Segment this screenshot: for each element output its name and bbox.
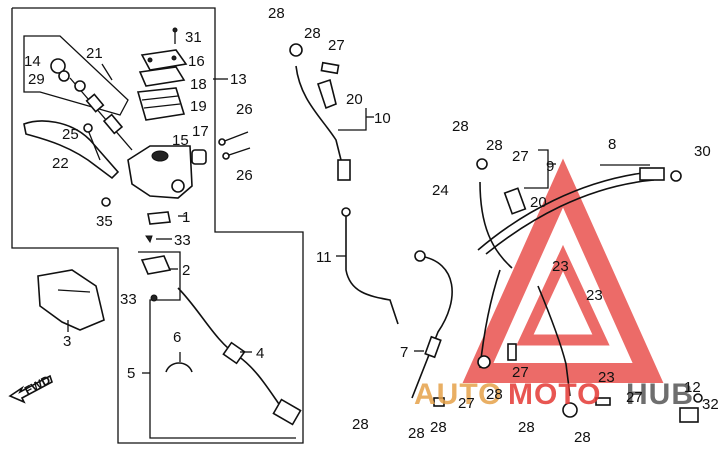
pipe-11 [341, 207, 399, 325]
caliper-fittings-12-32 [679, 393, 703, 423]
callout-20-top: 20 [346, 91, 363, 108]
fwd-arrow: FWD [8, 372, 53, 404]
callout-27-left: 27 [458, 395, 475, 412]
watermark-moto: MOTO [508, 378, 601, 411]
callout-27-mid: 27 [512, 148, 529, 165]
hose-9 [476, 158, 527, 269]
nut-35 [101, 197, 111, 207]
callout-24: 24 [432, 182, 449, 199]
callout-28-c: 28 [452, 118, 469, 135]
callout-28-j: 28 [574, 429, 591, 446]
upper-hose-10 [289, 43, 351, 181]
callout-7: 7 [400, 344, 408, 361]
callout-28-h: 28 [430, 419, 447, 436]
bracket-9 [524, 149, 549, 189]
watermark-auto: AUTO [414, 378, 502, 411]
hose-8 [477, 167, 682, 255]
callout-16: 16 [188, 53, 205, 70]
callout-27-right: 27 [626, 389, 643, 406]
boot-14-29 [50, 58, 70, 82]
holder-1 [147, 211, 171, 225]
callout-2: 2 [182, 262, 190, 279]
callout-29: 29 [28, 71, 45, 88]
plate-18 [138, 66, 186, 87]
watermark-text: AUTO MOTO HUB [414, 378, 694, 411]
lower-hose-left [477, 269, 501, 369]
callout-21: 21 [86, 45, 103, 62]
callout-30: 30 [694, 143, 711, 160]
callout-23-a: 23 [552, 258, 569, 275]
callout-31: 31 [185, 29, 202, 46]
callout-35: 35 [96, 213, 113, 230]
callout-19: 19 [190, 98, 207, 115]
callout-25: 25 [62, 126, 79, 143]
callout-28-g: 28 [408, 425, 425, 442]
callout-14: 14 [24, 53, 41, 70]
joint-20-top [316, 78, 337, 110]
callout-15: 15 [172, 132, 189, 149]
screw-31 [172, 27, 178, 44]
callout-12: 12 [684, 379, 701, 396]
callout-20-right: 20 [530, 194, 547, 211]
clamp-6 [165, 362, 193, 373]
callout-11: 11 [316, 249, 332, 266]
callout-26-bottom: 26 [236, 167, 253, 184]
grommet-17 [191, 149, 207, 165]
callout-10: 10 [374, 110, 391, 127]
hose-7 [411, 250, 453, 399]
callout-6: 6 [173, 329, 181, 346]
subgroup-outline-21 [23, 35, 129, 116]
wire-harness-4 [177, 287, 302, 426]
diaphragm-19 [136, 87, 186, 121]
banjo-bolt-27s [433, 343, 611, 407]
switch-2 [140, 255, 172, 275]
callout-28-f: 28 [352, 416, 369, 433]
subgroup-outline-2 [138, 251, 296, 439]
piston-kit [69, 77, 133, 151]
callout-27-hose: 27 [512, 364, 529, 381]
watermark-hub: HUB [626, 378, 694, 411]
callout-13: 13 [230, 71, 247, 88]
callout-28-a: 28 [268, 5, 285, 22]
callout-22: 22 [52, 155, 69, 172]
callout-4: 4 [256, 345, 264, 362]
assembly-outline-13 [11, 7, 304, 444]
callout-28-e: 28 [486, 386, 503, 403]
lower-hose-center [537, 285, 578, 418]
callout-18: 18 [190, 76, 207, 93]
callout-27-top: 27 [328, 37, 345, 54]
callout-8: 8 [608, 136, 616, 153]
callout-3: 3 [63, 333, 71, 350]
bracket-10 [338, 108, 367, 131]
watermark-triangle [462, 158, 664, 383]
callout-labels: 1 2 3 4 5 6 7 8 9 10 11 12 13 14 15 16 1… [24, 5, 719, 446]
leader-lines [67, 63, 650, 374]
callout-28-i: 28 [518, 419, 535, 436]
callout-28-d: 28 [486, 137, 503, 154]
screw-33-top [145, 235, 153, 244]
screw-33-bottom [150, 294, 158, 302]
bolt-27-top [320, 61, 340, 75]
reservoir-cap-16 [140, 49, 188, 71]
lever-cover-3 [37, 269, 105, 331]
callout-17: 17 [192, 123, 209, 140]
callout-5: 5 [127, 365, 135, 382]
brake-lever-22 [23, 120, 120, 180]
callout-33-bottom: 33 [120, 291, 137, 308]
callout-26-top: 26 [236, 101, 253, 118]
callout-32: 32 [702, 396, 719, 413]
callout-23-b: 23 [586, 287, 603, 304]
callout-23-c: 23 [598, 369, 615, 386]
callout-33-top: 33 [174, 232, 191, 249]
master-cylinder-body [127, 145, 193, 199]
callout-28-b: 28 [304, 25, 321, 42]
callout-9: 9 [546, 158, 554, 175]
pivot-bolt-25 [83, 123, 101, 161]
callout-1: 1 [182, 209, 190, 226]
bolt-26 [218, 131, 251, 160]
